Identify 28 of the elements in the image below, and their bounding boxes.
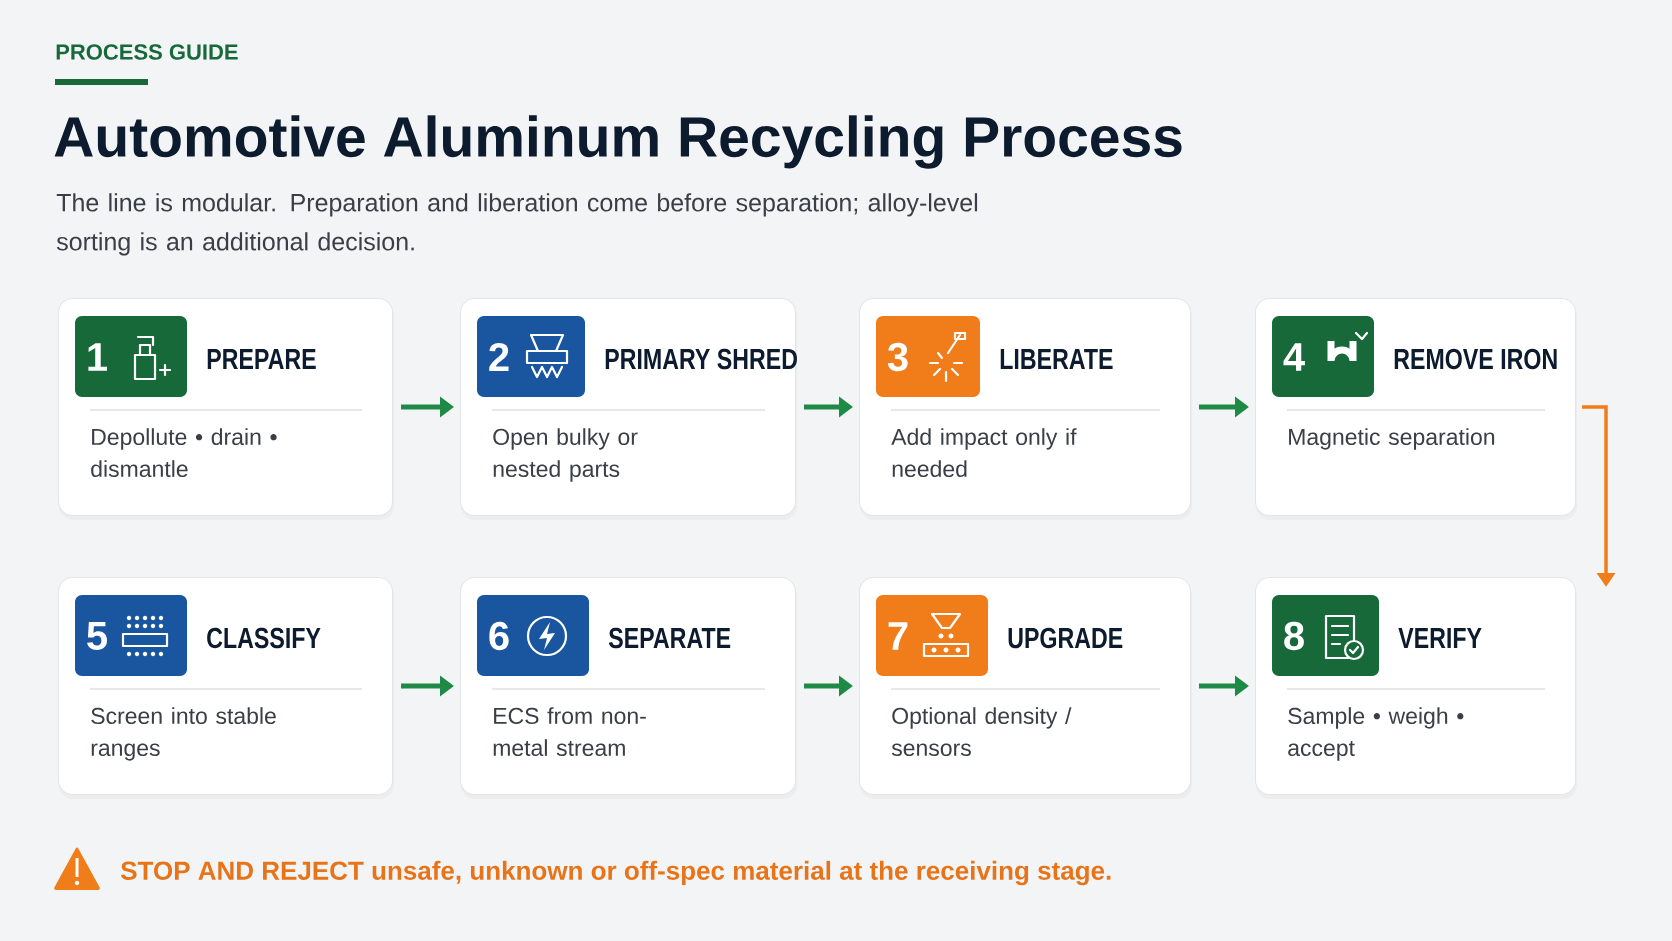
step-description: Depollute • drain • dismantle (91, 428, 277, 478)
step-badge: 6 (477, 595, 589, 676)
step-heading: REMOVE IRON (1394, 348, 1557, 370)
step-description: Sample • weigh • accept (1288, 707, 1464, 761)
step-heading: PRIMARY SHRED (605, 348, 797, 370)
step-description: ECS from non-metal stream (493, 707, 646, 757)
step-description: Magnetic separation (1289, 428, 1495, 450)
eyebrow-text: PROCESS GUIDE (56, 44, 238, 60)
step-badge: 4 (1272, 316, 1374, 397)
step-description: Open bulky or nested parts (493, 428, 638, 482)
step-heading: VERIFY (1398, 628, 1482, 648)
step-badge: 5 (75, 595, 187, 676)
step-badge: 7 (876, 595, 988, 676)
warning-text: STOP AND REJECT unsafe, unknown or off-spec material at the receiving stage. (120, 860, 1111, 886)
step-badge: 3 (876, 316, 980, 397)
step-heading: CLASSIFY (207, 627, 321, 649)
step-heading: LIBERATE (1000, 349, 1113, 369)
step-heading: UPGRADE (1008, 627, 1123, 649)
step-badge: 1 (75, 316, 187, 397)
step-badge: 2 (477, 316, 585, 397)
step-description: Add impact only if needed (891, 428, 1077, 478)
subtitle: The line is modular. Preparation and liberation come before separation; alloy-level sorting is an additional decision. (56, 193, 978, 256)
step-description: Optional density / sensors (891, 707, 1072, 757)
step-heading: SEPARATE (608, 627, 731, 649)
step-description: Screen into stable ranges (91, 707, 276, 761)
title: Automotive Aluminum Recycling Process (54, 115, 1182, 169)
step-badge: 8 (1272, 595, 1379, 676)
step-heading: PREPARE (207, 349, 316, 369)
